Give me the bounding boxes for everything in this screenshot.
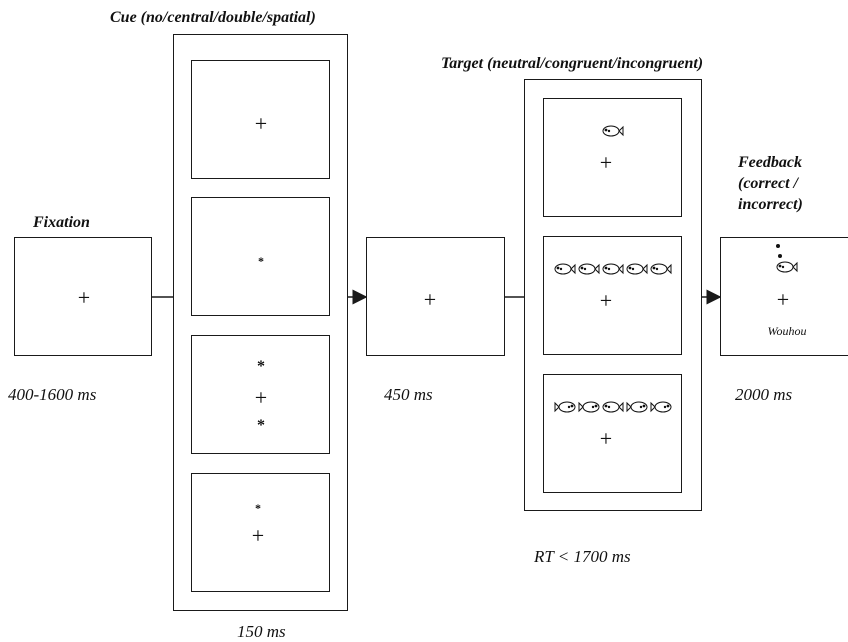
- fixation-cross: +: [254, 385, 268, 410]
- fish-icon: [626, 263, 648, 275]
- target-neutral-screen: +: [543, 98, 682, 217]
- cue-central-screen: *: [191, 197, 330, 316]
- fixation-cross: +: [599, 288, 613, 313]
- feedback-screen: + Wouhou: [720, 237, 848, 356]
- fixation-screen: +: [14, 237, 152, 356]
- feedback-heading-line: incorrect): [738, 196, 803, 213]
- fixation-timing: 400-1600 ms: [8, 385, 97, 404]
- fish-icon: [626, 401, 648, 413]
- cue-spatial-screen: * +: [191, 473, 330, 592]
- fish-row: [554, 262, 672, 276]
- cue-heading: Cue (no/central/double/spatial): [110, 9, 316, 26]
- target-congruent-screen: +: [543, 236, 682, 355]
- feedback-heading-line: (correct /: [738, 175, 798, 192]
- target-heading: Target (neutral/congruent/incongruent): [441, 55, 704, 72]
- fish-icon: [578, 401, 600, 413]
- cue-double-screen: * + *: [191, 335, 330, 454]
- target-incongruent-screen: +: [543, 374, 682, 493]
- cue-star: *: [255, 501, 261, 515]
- interval-screen: +: [366, 237, 505, 356]
- feedback-heading-line: Feedback: [738, 154, 802, 171]
- cue-star: *: [257, 358, 265, 375]
- fish-row: [776, 260, 798, 274]
- target-timing: RT < 1700 ms: [534, 547, 631, 566]
- dot-icon: [778, 254, 782, 258]
- fish-icon: [776, 261, 798, 273]
- cue-star: *: [257, 417, 265, 434]
- interval-timing: 450 ms: [384, 385, 433, 404]
- fish-icon: [554, 263, 576, 275]
- fish-icon: [650, 263, 672, 275]
- cue-timing: 150 ms: [237, 622, 286, 641]
- fish-row: [602, 124, 624, 138]
- feedback-word: Wouhou: [767, 324, 807, 338]
- cue-star: *: [258, 254, 264, 268]
- fish-icon: [650, 401, 672, 413]
- fish-icon: [602, 263, 624, 275]
- fish-icon: [602, 125, 624, 137]
- cue-no-screen: +: [191, 60, 330, 179]
- fixation-cross: +: [251, 523, 265, 548]
- fish-row: [554, 400, 672, 414]
- fixation-cross: +: [776, 287, 790, 312]
- fish-icon: [554, 401, 576, 413]
- fish-icon: [602, 401, 624, 413]
- fish-icon: [578, 263, 600, 275]
- dot-icon: [776, 244, 780, 248]
- fixation-cross: +: [599, 150, 613, 175]
- fixation-cross: +: [599, 426, 613, 451]
- fixation-cross: +: [77, 285, 91, 310]
- fixation-cross: +: [423, 287, 437, 312]
- feedback-timing: 2000 ms: [735, 385, 793, 404]
- fixation-heading: Fixation: [33, 214, 90, 231]
- feedback-heading: Feedback (correct / incorrect): [738, 152, 803, 215]
- fixation-cross: +: [254, 111, 268, 136]
